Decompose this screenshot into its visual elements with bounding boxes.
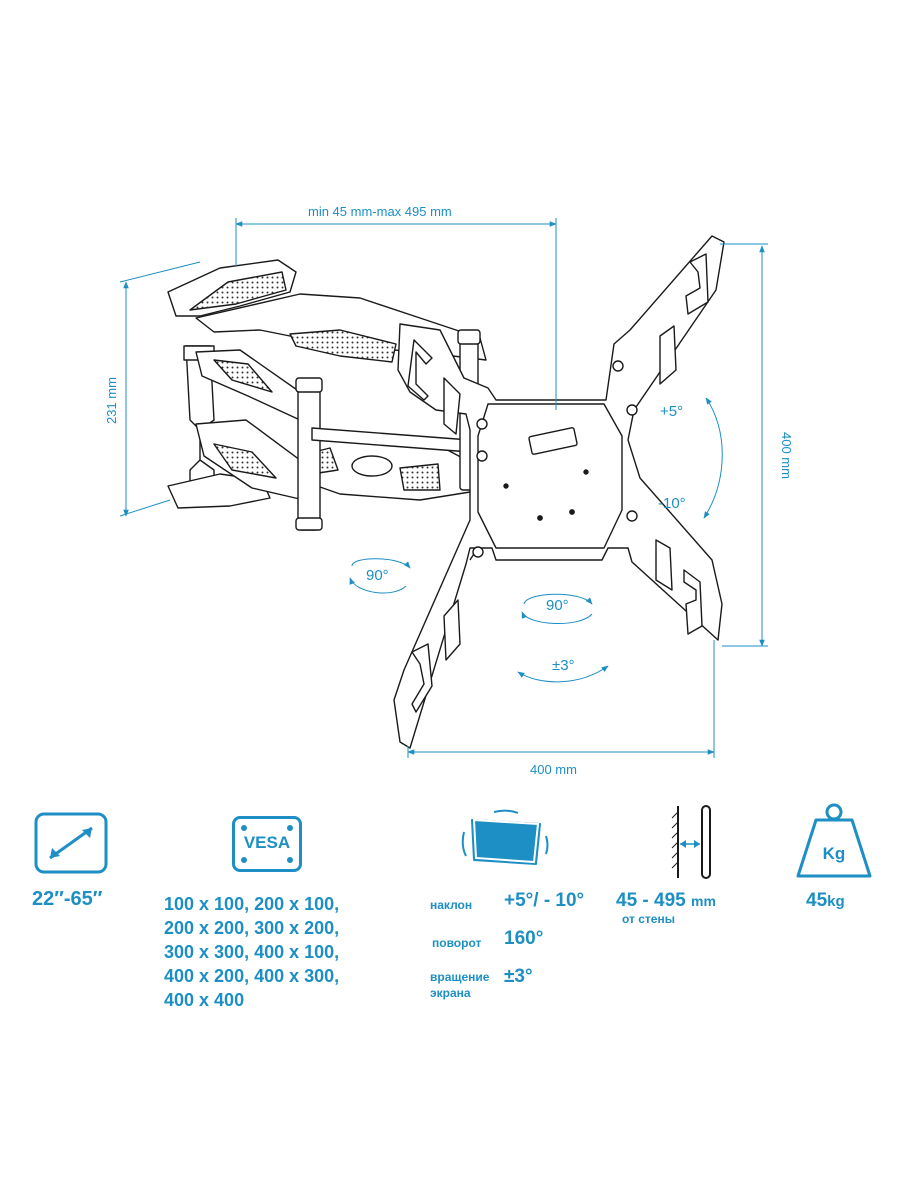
tilt-down-label: -10° (658, 495, 686, 512)
rotation-label: ±3° (552, 657, 575, 674)
distance-value: 45 - 495 mm (616, 890, 716, 912)
vesa-line: 200 x 200, 300 x 200, (164, 918, 340, 938)
vesa-line: 300 x 300, 400 x 100, (164, 942, 340, 962)
dim-top-label: min 45 mm-max 495 mm (308, 204, 452, 219)
tilt-up-label: +5° (660, 403, 683, 420)
distance-label: от стены (622, 912, 675, 926)
weight-badge: Kg (822, 844, 846, 863)
distance-unit: mm (691, 893, 716, 909)
elbow-pivot (297, 379, 321, 531)
vesa-bracket (393, 235, 725, 749)
wall-mount-diagram: min 45 mm-max 495 mm 231 mm 400 mm 400 m… (104, 204, 794, 777)
screen-size-value: 22″-65″ (32, 888, 103, 910)
weight-number: 45 (806, 890, 828, 911)
swivel-value: 160° (504, 928, 544, 949)
dim-bottom-label: 400 mm (530, 762, 577, 777)
weight-icon (796, 803, 872, 878)
mount-drawing (167, 235, 725, 749)
dim-right-label: 400 mm (779, 432, 794, 479)
rotation-label-2: экрана (430, 986, 471, 1000)
vesa-line: 400 x 200, 400 x 300, (164, 966, 340, 986)
vesa-icon: VESA (232, 816, 302, 872)
tilt-swivel-icon (461, 809, 549, 865)
vesa-line: 400 x 400 (164, 990, 245, 1010)
weight-value: 45kg (806, 890, 845, 912)
tilt-value: +5°/ - 10° (504, 890, 585, 911)
swivel-label: поворот (432, 936, 482, 950)
rotation-value: ±3° (504, 966, 533, 987)
arm-swivel-label: 90° (366, 567, 389, 584)
vesa-line: 100 x 100, 200 x 100, (164, 894, 340, 914)
dim-left-label: 231 mm (104, 377, 119, 424)
screen-size-icon (34, 812, 108, 874)
weight-unit: kg (827, 893, 845, 910)
vesa-list: 100 x 100, 200 x 100, 200 x 200, 300 x 2… (164, 892, 339, 1012)
distance-number: 45 - 495 (616, 890, 686, 911)
tilt-label: наклон (430, 898, 473, 912)
plate-swivel-label: 90° (546, 597, 569, 614)
dimension-labels: min 45 mm-max 495 mm 231 mm 400 mm 400 m… (104, 204, 794, 777)
rotation-label-1: вращение (430, 970, 490, 984)
wall-distance-icon (671, 805, 711, 879)
dimension-lines (119, 218, 768, 758)
vesa-badge: VESA (243, 833, 291, 852)
